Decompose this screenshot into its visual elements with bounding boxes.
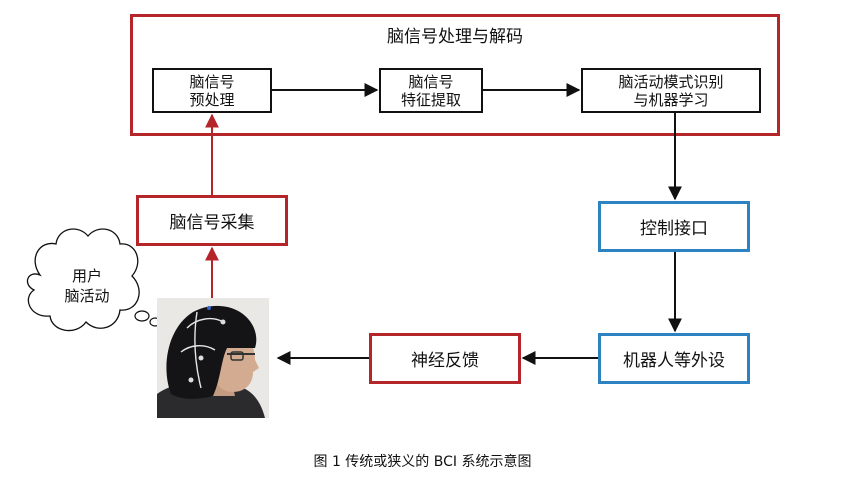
feature-line-2: 特征提取 (400, 90, 461, 109)
signal-decoding-frame (130, 14, 780, 136)
feature-extraction-box: 脑信号 特征提取 (379, 68, 483, 113)
thought-cloud-icon (26, 228, 140, 332)
preprocess-line-1: 脑信号 (189, 72, 235, 91)
control-interface-box: 控制接口 (598, 201, 750, 252)
thought-line-1: 用户 (71, 267, 102, 285)
thought-dot-icon (134, 310, 150, 322)
thought-text: 用户 脑活动 (40, 266, 134, 306)
decoding-frame-title: 脑信号处理与解码 (387, 27, 523, 47)
pattern-line-1: 脑活动模式识别 (618, 72, 724, 91)
feature-line-1: 脑信号 (408, 72, 454, 91)
pattern-line-2: 与机器学习 (633, 90, 709, 109)
user-eeg-cap-photo (157, 298, 269, 418)
preprocess-line-2: 预处理 (189, 90, 235, 109)
figure-caption: 图 1 传统或狭义的 BCI 系统示意图 (313, 454, 532, 470)
pattern-recognition-box: 脑活动模式识别 与机器学习 (581, 68, 761, 113)
neurofeedback-box: 神经反馈 (369, 333, 521, 384)
thought-line-2: 脑活动 (64, 287, 110, 305)
signal-acquisition-box: 脑信号采集 (136, 195, 288, 246)
robot-peripheral-box: 机器人等外设 (598, 333, 750, 384)
preprocess-box: 脑信号 预处理 (152, 68, 272, 113)
